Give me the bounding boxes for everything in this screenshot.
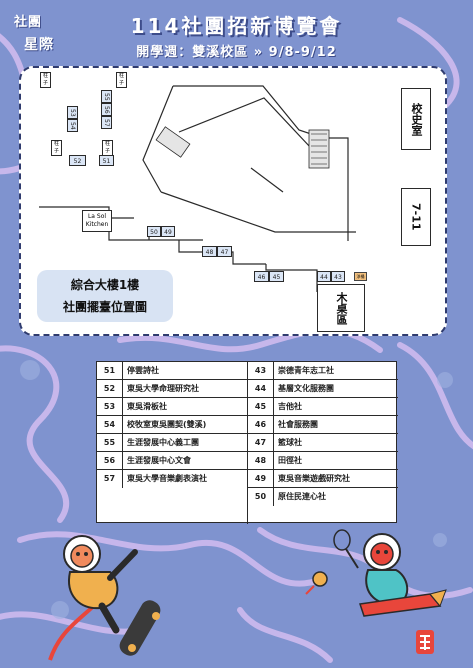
map-caption-line2: 社團擺臺位置圖	[62, 300, 147, 314]
booth-50: 50	[147, 226, 161, 237]
brand-emblem-icon	[416, 630, 434, 654]
club-number: 49	[248, 470, 274, 487]
booth-53: 53	[67, 106, 78, 119]
booth-45: 45	[269, 271, 284, 282]
club-row: 45 吉他社	[248, 398, 398, 416]
booth-43: 43	[331, 271, 345, 282]
booth-54: 54	[67, 119, 78, 132]
booth-56: 56	[101, 103, 112, 116]
booth-48: 48	[202, 246, 217, 257]
club-name: 原住民連心社	[278, 492, 326, 501]
club-name: 籃球社	[278, 438, 302, 447]
club-number: 57	[97, 470, 123, 488]
club-name: 東吳大學音樂劇表演社	[127, 474, 207, 483]
kitchen-line1: La Sol	[87, 213, 107, 220]
booth-55: 55	[101, 90, 112, 103]
booth-51: 51	[99, 155, 114, 166]
club-name: 生涯發展中心文會	[127, 456, 191, 465]
club-number: 54	[97, 416, 123, 433]
club-row: 52 東吳大學命理研究社	[97, 380, 247, 398]
club-name: 東吳大學命理研究社	[127, 384, 199, 393]
club-row: 51 停雲詩社	[97, 362, 247, 380]
map-caption: 綜合大樓1樓 社團擺臺位置圖	[37, 270, 173, 322]
booth-49: 49	[161, 226, 175, 237]
kitchen-line2: Kitchen	[85, 221, 109, 228]
club-number: 45	[248, 398, 274, 415]
club-row: 49 東吳音樂遊戲研究社	[248, 470, 398, 488]
club-number: 53	[97, 398, 123, 415]
club-number: 51	[97, 362, 123, 379]
club-name: 基層文化服務團	[278, 384, 334, 393]
club-row: 43 崇德青年志工社	[248, 362, 398, 380]
booth-46: 46	[254, 271, 269, 282]
poster-subtitle: 開學週：雙溪校區 » 9/8-9/12	[136, 45, 337, 60]
club-name: 東吳滑板社	[127, 402, 167, 411]
club-row: 56 生涯發展中心文會	[97, 452, 247, 470]
club-name: 停雲詩社	[127, 366, 159, 375]
club-number: 46	[248, 416, 274, 433]
pillar-marker: 柱子	[116, 72, 127, 88]
pillar-marker: 柱子	[51, 140, 62, 156]
club-row: 53 東吳滑板社	[97, 398, 247, 416]
map-caption-line1: 綜合大樓1樓	[70, 278, 140, 292]
logo-line1: 社團	[14, 15, 43, 30]
column-divider	[247, 362, 248, 524]
booth-44: 44	[317, 271, 331, 282]
wooden-table-area: 木桌區	[317, 284, 365, 332]
astronaut-rocket-illustration	[305, 529, 447, 617]
club-number: 55	[97, 434, 123, 451]
club-row: 54 校牧室東吳團契(雙溪)	[97, 416, 247, 434]
club-number: 56	[97, 452, 123, 469]
kitchen: La Sol Kitchen	[82, 210, 112, 232]
floor-map: 柱子 柱子 柱子 柱子 53 54 55 56 57 52 51 La Sol …	[19, 66, 447, 336]
club-row: 55 生涯發展中心義工團	[97, 434, 247, 452]
pillar-marker: 柱子	[40, 72, 51, 88]
poster-title: 114社團招新博覽會	[130, 14, 343, 38]
club-name: 田徑社	[278, 456, 302, 465]
club-row: 47 籃球社	[248, 434, 398, 452]
club-row: 50 原住民連心社	[248, 488, 398, 506]
logo-line2: 星際	[24, 37, 54, 53]
club-name: 東吳音樂遊戲研究社	[278, 474, 350, 483]
seven-eleven: 7-11	[401, 188, 431, 246]
club-name: 校牧室東吳團契(雙溪)	[127, 420, 207, 429]
club-name: 吉他社	[278, 402, 302, 411]
club-number: 50	[248, 488, 274, 506]
club-name: 生涯發展中心義工團	[127, 438, 199, 447]
trash-bin: 淨桶	[354, 272, 367, 281]
club-list-left: 51 停雲詩社 52 東吳大學命理研究社 53 東吳滑板社 54 校牧室東吳團契(雙溪)…	[97, 362, 247, 488]
club-row: 44 基層文化服務團	[248, 380, 398, 398]
history-room: 校史室	[401, 88, 431, 150]
club-list: 51 停雲詩社 52 東吳大學命理研究社 53 東吳滑板社 54 校牧室東吳團契(雙溪)…	[96, 361, 398, 524]
pillar-marker: 柱子	[102, 140, 113, 156]
club-number: 52	[97, 380, 123, 397]
club-row: 48 田徑社	[248, 452, 398, 470]
club-number: 44	[248, 380, 274, 397]
club-logo: 社團 星際	[14, 12, 66, 56]
club-number: 48	[248, 452, 274, 469]
club-name: 崇德青年志工社	[278, 366, 334, 375]
booth-47: 47	[217, 246, 232, 257]
club-name: 社會服務團	[278, 420, 318, 429]
club-number: 43	[248, 362, 274, 379]
club-row: 46 社會服務團	[248, 416, 398, 434]
booth-57: 57	[101, 116, 112, 129]
astronaut-skateboard-illustration	[48, 535, 161, 661]
booth-52: 52	[69, 155, 86, 166]
club-row: 57 東吳大學音樂劇表演社	[97, 470, 247, 488]
club-number: 47	[248, 434, 274, 451]
